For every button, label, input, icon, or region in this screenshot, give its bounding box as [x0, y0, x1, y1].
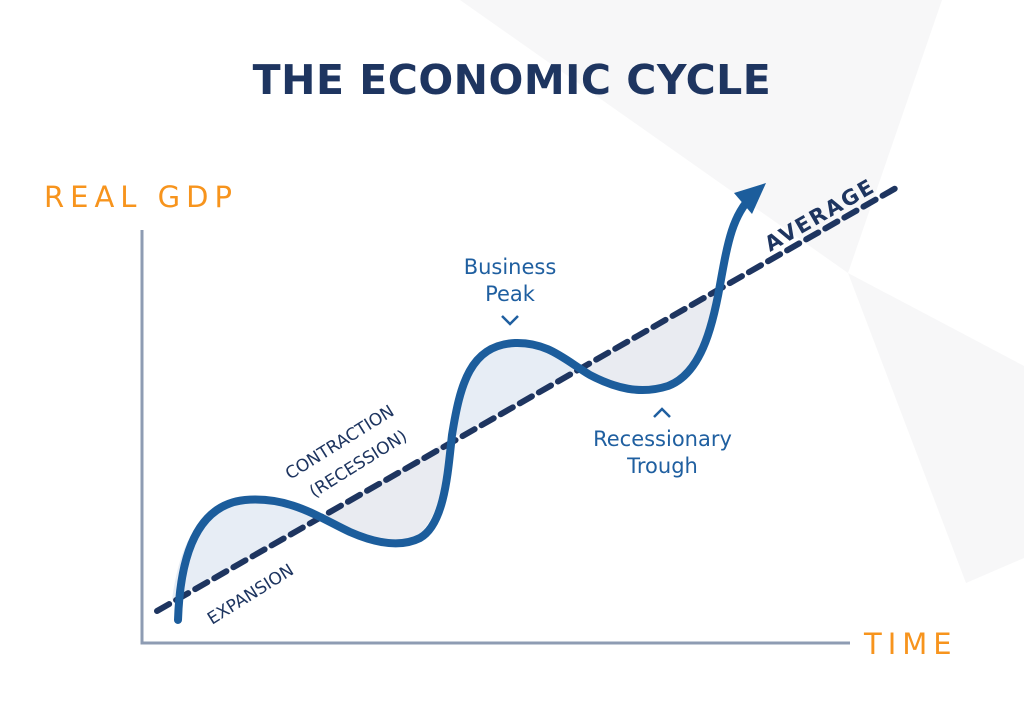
axes-lines — [140, 230, 850, 645]
average-trend-line — [154, 185, 899, 614]
trough-label-line1: Recessionary — [593, 427, 732, 451]
recessionary-trough-annotation: Recessionary Trough — [575, 426, 750, 480]
x-axis-label: TIME — [864, 627, 958, 661]
trough-label-line2: Trough — [627, 454, 698, 478]
expansion-shaded-area — [172, 499, 320, 600]
peak-shaded-area — [452, 342, 578, 438]
trough-shaded-area — [578, 290, 720, 390]
chevron-down-icon — [501, 315, 519, 326]
business-peak-annotation: Business Peak — [435, 254, 585, 308]
peak-label-line1: Business — [463, 255, 557, 279]
peak-label-line2: Peak — [485, 282, 535, 306]
chevron-up-icon — [653, 407, 671, 418]
background-shape-top — [460, 0, 942, 273]
background-shape-right — [848, 273, 1024, 583]
economic-cycle-curve — [174, 192, 756, 624]
arrow-up-right-icon — [734, 183, 766, 214]
diagram-title: THE ECONOMIC CYCLE — [252, 56, 772, 104]
y-axis-label: REAL GDP — [44, 180, 238, 214]
